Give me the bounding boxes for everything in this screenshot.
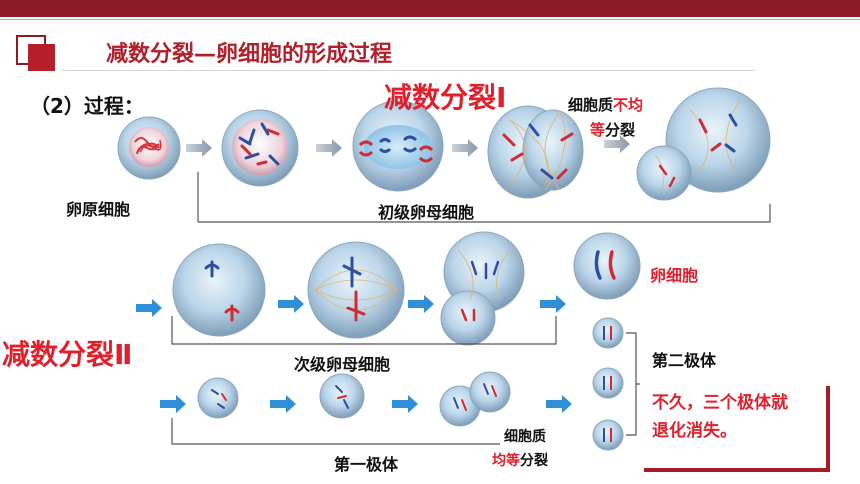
anaphase1-cell bbox=[487, 105, 584, 199]
note-text: 不久，三个极体就 退化消失。 bbox=[652, 389, 788, 445]
arrow-8 bbox=[540, 295, 566, 313]
unequal-text-b: 不均 bbox=[613, 96, 644, 114]
unequal-division-line2: 等分裂 bbox=[590, 119, 635, 140]
title-square-fill bbox=[28, 44, 55, 71]
step-label: （2）过程： bbox=[30, 94, 144, 118]
second-polar-body-cells bbox=[592, 317, 624, 451]
meiosis2-label: 减数分裂Ⅱ bbox=[2, 338, 133, 371]
primary-oocyte-bracket bbox=[198, 204, 771, 223]
oogonium-cell bbox=[117, 116, 181, 180]
first-polar-body-bracket bbox=[171, 418, 500, 445]
oogonium-label: 卵原细胞 bbox=[66, 200, 131, 219]
title-underline bbox=[62, 70, 754, 71]
primary-oocyte-label: 初级卵母细胞 bbox=[378, 203, 475, 222]
unequal-text-a: 细胞质 bbox=[568, 96, 614, 114]
unequal-division-line1: 细胞质不均 bbox=[568, 94, 643, 115]
second-polar-body-label: 第二极体 bbox=[652, 351, 717, 370]
first-polar-body-label: 第一极体 bbox=[334, 455, 399, 474]
polar-body-1 bbox=[197, 377, 239, 419]
equal-text-b: 均等 bbox=[492, 453, 520, 469]
secondary-oocyte-bracket bbox=[171, 316, 557, 345]
polar-body-2 bbox=[319, 373, 365, 419]
secondary-oocyte-label: 次级卵母细胞 bbox=[294, 355, 391, 374]
unequal-text-d: 分裂 bbox=[605, 121, 636, 139]
metaphase1-cell bbox=[352, 100, 444, 192]
secondary-oocyte-telophase bbox=[440, 231, 525, 346]
meiosis1-label: 减数分裂Ⅰ bbox=[384, 81, 507, 114]
arrow-6 bbox=[278, 295, 304, 313]
secondary-oocyte-prophase bbox=[172, 243, 266, 337]
arrow-9 bbox=[160, 395, 186, 413]
note-box bbox=[640, 382, 826, 468]
arrow-12 bbox=[546, 395, 572, 413]
equal-division-line1: 细胞质 bbox=[504, 429, 546, 445]
telophase1-cell bbox=[636, 87, 771, 201]
egg-cell-label: 卵细胞 bbox=[650, 266, 699, 285]
prophase-cell bbox=[221, 109, 299, 187]
egg-cell-graphic bbox=[573, 232, 641, 300]
equal-division-line2: 均等分裂 bbox=[492, 450, 548, 470]
arrow-2 bbox=[316, 139, 342, 157]
arrow-1 bbox=[186, 139, 212, 157]
arrow-3 bbox=[452, 139, 478, 157]
polar-body-3 bbox=[439, 371, 511, 427]
unequal-text-c: 等 bbox=[590, 121, 606, 139]
arrow-11 bbox=[392, 395, 418, 413]
note-line1: 不久，三个极体就 bbox=[652, 393, 788, 413]
top-divider bbox=[0, 19, 860, 20]
arrow-10 bbox=[270, 395, 296, 413]
secondary-oocyte-metaphase bbox=[307, 241, 405, 339]
page-title: 减数分裂—卵细胞的形成过程 bbox=[106, 42, 393, 67]
note-line2: 退化消失。 bbox=[652, 421, 737, 441]
top-bar bbox=[0, 0, 860, 17]
equal-text-c: 分裂 bbox=[520, 453, 548, 469]
arrow-7 bbox=[408, 295, 434, 313]
arrow-5 bbox=[136, 299, 162, 317]
arrow-4 bbox=[604, 135, 630, 153]
